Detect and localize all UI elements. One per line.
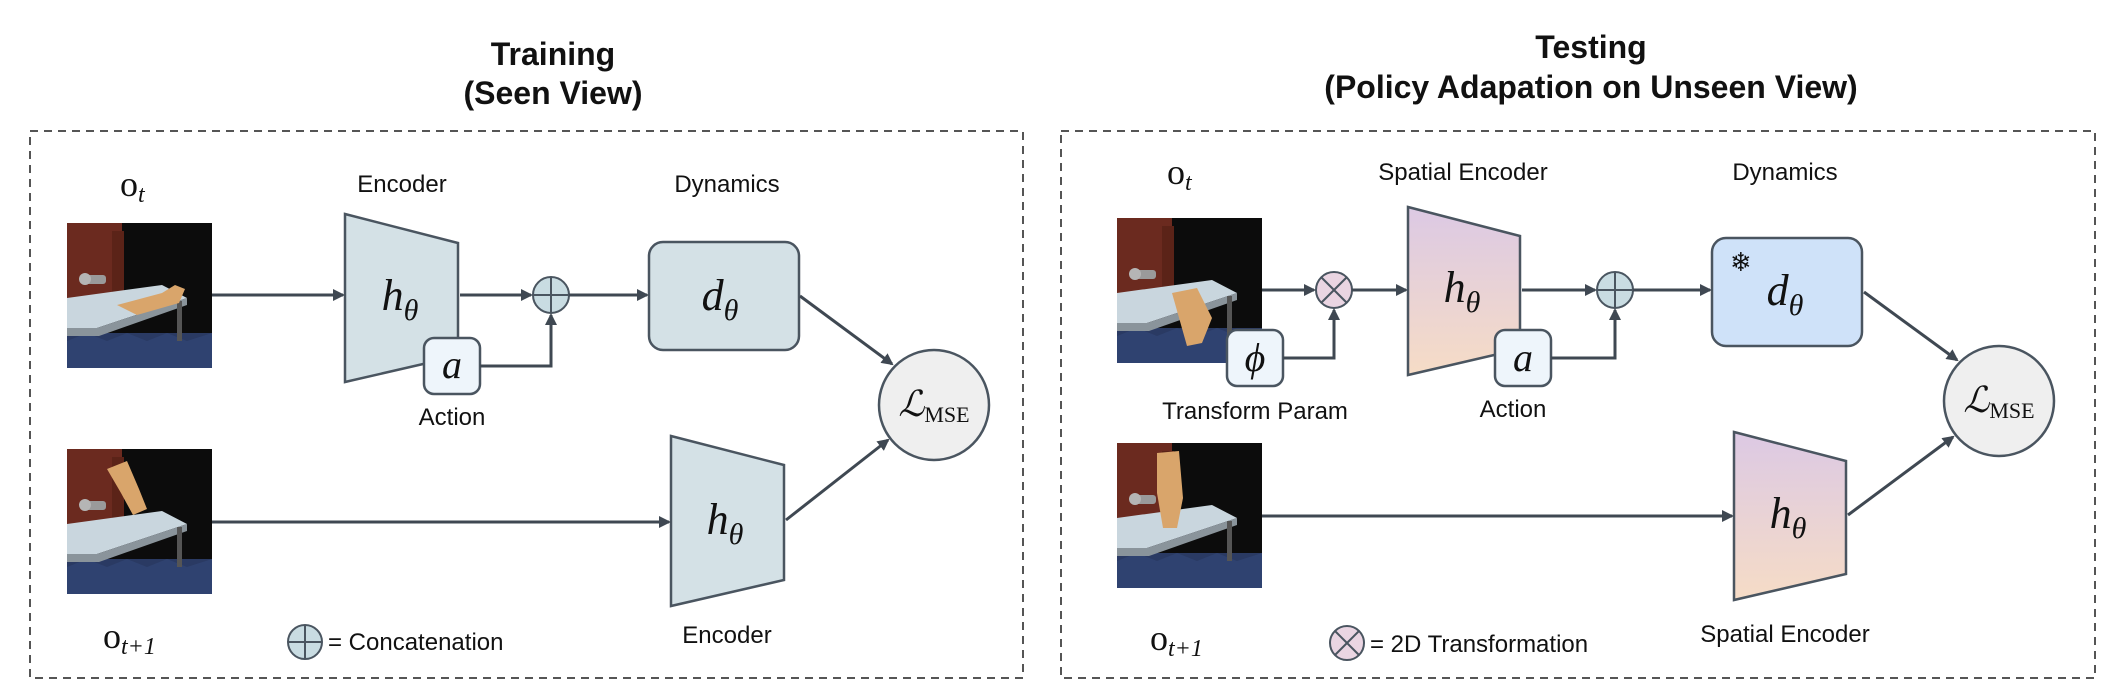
testing-transform-label: Transform Param [1162, 398, 1348, 425]
testing-obs-t1-image [1117, 443, 1262, 588]
testing-obs-t-image [1117, 218, 1262, 363]
training-loss-symbol: ℒMSE [898, 384, 969, 427]
testing-dynamics-symbol: dθ [1767, 266, 1804, 322]
robot-hand-icon [1157, 451, 1183, 528]
training-title-line1: Training [491, 36, 615, 72]
testing-spatial-encoder-symbol: hθ [1444, 263, 1481, 319]
training-frame [29, 130, 1024, 679]
training-dynamics-block [647, 240, 801, 352]
testing-loss-node [1942, 344, 2056, 458]
testing-spatial-encoder2-block [1732, 430, 1848, 602]
testing-arrows [1262, 284, 1959, 522]
testing-transform-node [1315, 271, 1353, 309]
testing-concat-node [1596, 271, 1634, 309]
training-encoder-symbol: hθ [382, 271, 419, 327]
testing-action-symbol: a [1513, 335, 1533, 380]
training-obs-t-label: ot [120, 164, 146, 208]
testing-obs-t-label: ot [1167, 152, 1193, 196]
training-action-label: Action [419, 404, 486, 431]
testing-obs-t1-label: ot+1 [1150, 618, 1203, 662]
training-encoder2-symbol: hθ [707, 495, 744, 551]
transform-legend-text: = 2D Transformation [1370, 631, 1588, 658]
training-encoder2-label: Encoder [682, 622, 771, 649]
concat-legend-text: = Concatenation [328, 629, 503, 656]
training-arrows [212, 289, 894, 528]
testing-spatial-encoder2-symbol: hθ [1770, 489, 1807, 545]
testing-panel: Testing (Policy Adapation on Unseen View… [1060, 29, 2096, 679]
testing-title-line1: Testing [1535, 29, 1646, 65]
testing-dynamics-block [1710, 236, 1864, 348]
transform-icon [1329, 625, 1365, 661]
training-obs-t1-image [67, 449, 212, 594]
training-concat-node [532, 276, 570, 314]
testing-frame [1060, 130, 2096, 679]
testing-loss-symbol: ℒMSE [1963, 380, 2034, 423]
testing-title-line2: (Policy Adapation on Unseen View) [1324, 69, 1857, 105]
training-dynamics-label: Dynamics [674, 171, 779, 198]
training-encoder2-block [669, 434, 786, 608]
training-panel: Training (Seen View) ot ot+1 Encoder hθ … [29, 36, 1024, 679]
training-dynamics-symbol: dθ [702, 271, 739, 327]
training-encoder-label: Encoder [357, 171, 446, 198]
testing-spatial-encoder-label: Spatial Encoder [1378, 159, 1547, 186]
training-title-line2: (Seen View) [463, 75, 642, 111]
training-action-symbol: a [442, 342, 462, 387]
concat-icon [287, 624, 323, 660]
training-loss-node [877, 348, 991, 462]
training-obs-t-image [67, 223, 212, 368]
testing-transform-symbol: ϕ [1245, 335, 1266, 380]
training-obs-t1-label: ot+1 [103, 616, 156, 660]
testing-action-label: Action [1480, 396, 1547, 423]
testing-spatial-encoder2-label: Spatial Encoder [1700, 621, 1869, 648]
robot-hand-icon [1172, 288, 1212, 346]
robot-hand-icon [117, 285, 185, 315]
snowflake-icon: ❄ [1730, 248, 1752, 278]
robot-hand-icon [107, 461, 147, 515]
testing-dynamics-label: Dynamics [1732, 159, 1837, 186]
